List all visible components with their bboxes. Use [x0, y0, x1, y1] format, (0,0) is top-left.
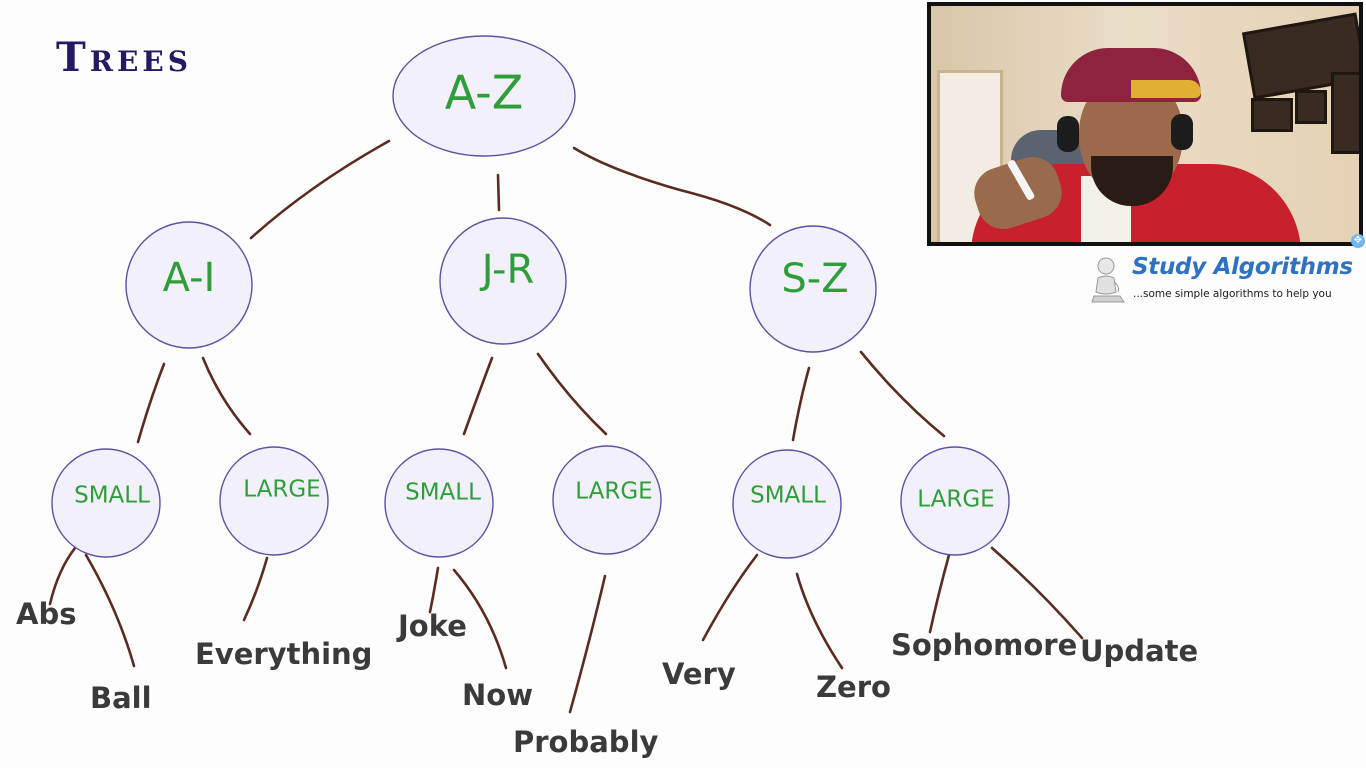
node-label: LARGE — [243, 477, 320, 503]
leaf-word: Zero — [816, 670, 891, 704]
edge-root-sz — [572, 146, 772, 227]
edge-large3-update — [990, 546, 1084, 640]
tree-node-a-i-large: LARGE — [219, 446, 329, 556]
leaf-word: Joke — [396, 609, 467, 643]
node-label: S-Z — [781, 256, 848, 302]
edge-root-jr — [496, 173, 501, 212]
edge-small3-zero — [795, 572, 844, 670]
tree-node-s-z-large: LARGE — [900, 446, 1010, 556]
tree-node-s-z-small: SMALL — [732, 449, 842, 559]
presenter-webcam — [927, 2, 1363, 246]
brand-logo: Study Algorithms ...some simple algorith… — [1088, 252, 1360, 308]
node-label: A-I — [163, 255, 216, 301]
node-label: SMALL — [405, 480, 481, 506]
move-icon[interactable]: ✥ — [1351, 234, 1365, 248]
brand-tagline: ...some simple algorithms to help you — [1133, 288, 1332, 300]
leaf-word: Sophomore — [891, 628, 1077, 662]
edge-small1-ball — [84, 553, 136, 668]
node-label: SMALL — [750, 483, 826, 509]
leaf-word: Ball — [90, 681, 152, 715]
leaf-word: Very — [662, 657, 736, 691]
leaf-word: Abs — [16, 597, 76, 631]
edge-large1-everything — [242, 556, 269, 622]
tree-node-j-r-large: LARGE — [552, 445, 662, 555]
edge-ai-small — [136, 362, 166, 444]
tree-node-j-r-small: SMALL — [384, 448, 494, 558]
leaf-word: Probably — [513, 725, 659, 759]
slide-title: Trees — [56, 34, 192, 81]
node-label: SMALL — [74, 483, 150, 509]
tree-node-root: A-Z — [392, 35, 576, 157]
edge-small2-now — [452, 568, 508, 670]
node-label: LARGE — [917, 487, 994, 513]
edge-sz-large — [859, 350, 946, 438]
edge-ai-large — [201, 356, 252, 436]
node-label: LARGE — [575, 479, 652, 505]
edge-small3-very — [701, 553, 759, 642]
tree-node-a-i-small: SMALL — [51, 448, 161, 558]
edge-small1-abs — [48, 546, 77, 606]
edge-root-ai — [249, 139, 391, 240]
node-label: A-Z — [445, 66, 524, 120]
node-label: J-R — [479, 247, 535, 293]
leaf-word: Update — [1080, 634, 1198, 668]
leaf-word: Now — [462, 678, 533, 712]
tree-node-s-z: S-Z — [749, 225, 877, 353]
tree-node-a-i: A-I — [125, 221, 253, 349]
edge-jr-small — [462, 356, 494, 436]
edge-jr-large — [536, 352, 608, 436]
brand-name: Study Algorithms — [1132, 254, 1353, 280]
edge-small2-joke — [428, 566, 440, 614]
edge-large2-probably — [568, 574, 607, 714]
leaf-word: Everything — [195, 637, 372, 671]
tree-node-j-r: J-R — [439, 217, 567, 345]
edge-large3-sophomore — [928, 553, 951, 634]
edge-sz-small — [791, 366, 811, 442]
thinking-figure-icon — [1091, 257, 1125, 303]
